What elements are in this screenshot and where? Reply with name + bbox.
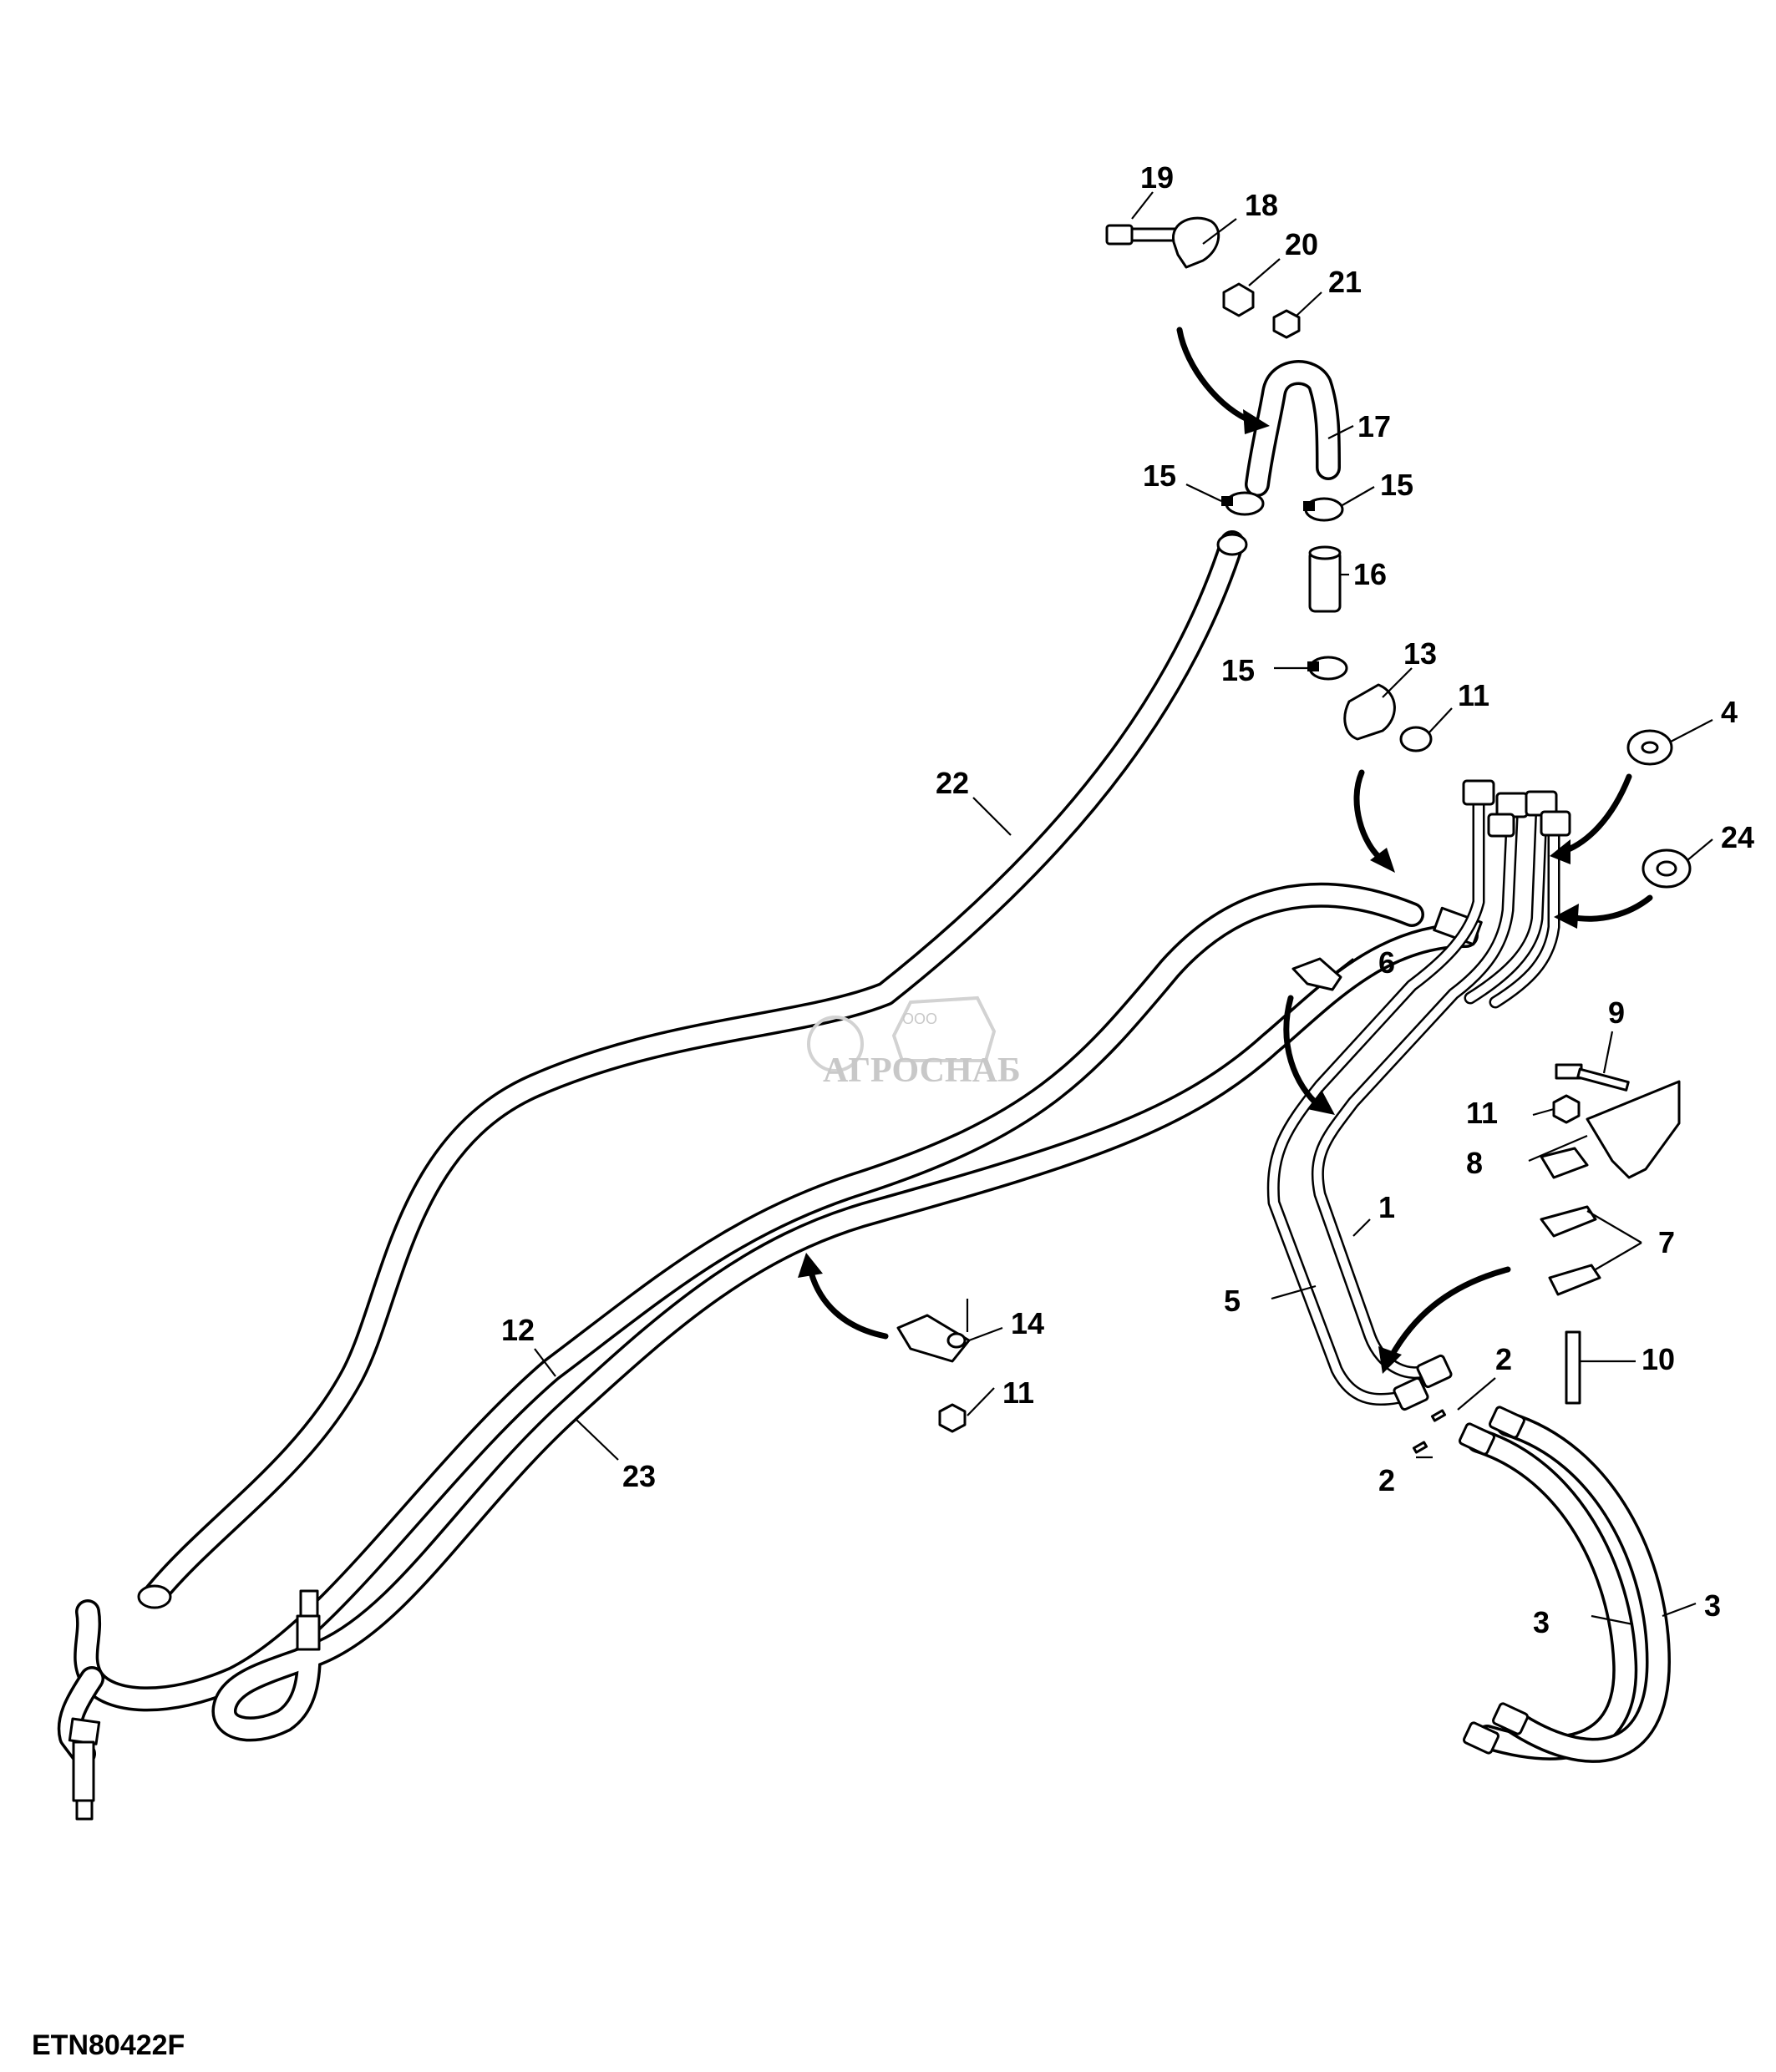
- callout-21: 21: [1328, 265, 1362, 299]
- watermark-company-name: АГРОСНАБ: [823, 1051, 1021, 1090]
- callout-labels: 19 18 20 21 17 15 15 16 15 13 11 4 24 22…: [501, 160, 1754, 1639]
- callout-20: 20: [1285, 227, 1318, 261]
- hose-22: [137, 530, 1248, 1609]
- callout-13: 13: [1403, 636, 1437, 671]
- document-id: ETN80422F: [32, 2029, 185, 2061]
- callout-5: 5: [1224, 1284, 1241, 1318]
- hose-23: [211, 906, 1483, 1742]
- callout-24: 24: [1721, 820, 1754, 854]
- callout-7: 7: [1658, 1225, 1675, 1259]
- callout-16: 16: [1353, 557, 1387, 591]
- callout-15c: 15: [1221, 653, 1255, 687]
- callout-9: 9: [1608, 995, 1625, 1030]
- callout-12: 12: [501, 1313, 535, 1347]
- callout-6: 6: [1378, 945, 1395, 980]
- callout-8: 8: [1466, 1146, 1483, 1180]
- hose-17-assembly: [1221, 360, 1348, 681]
- callout-4: 4: [1721, 695, 1738, 729]
- callout-15a: 15: [1143, 458, 1176, 493]
- hose-12: [57, 882, 1424, 1821]
- misc-hardware: [896, 683, 1692, 1454]
- leader-lines: [534, 191, 1713, 1626]
- watermark-company-form: ООО: [902, 1011, 937, 1027]
- callout-11b: 11: [1466, 1096, 1498, 1130]
- callout-2b: 2: [1378, 1463, 1395, 1497]
- pipe-bundle: [1266, 779, 1571, 1411]
- callout-2a: 2: [1495, 1342, 1512, 1376]
- agrosnab-watermark: ООО АГРОСНАБ: [807, 995, 1021, 1090]
- callout-3b: 3: [1704, 1588, 1721, 1623]
- callout-10: 10: [1642, 1342, 1675, 1376]
- callout-17: 17: [1357, 409, 1391, 443]
- callout-11a: 11: [1458, 678, 1489, 712]
- callout-3a: 3: [1533, 1605, 1550, 1639]
- top-hardware: [1105, 216, 1301, 339]
- callout-23: 23: [622, 1459, 656, 1493]
- callout-14: 14: [1011, 1306, 1044, 1340]
- callout-22: 22: [936, 766, 969, 800]
- callout-15b: 15: [1380, 468, 1413, 502]
- callout-1: 1: [1378, 1190, 1395, 1224]
- callout-11c: 11: [1002, 1375, 1034, 1410]
- arrows: [798, 327, 1653, 1374]
- callout-18: 18: [1245, 188, 1278, 222]
- hoses-3: [1459, 1406, 1671, 1763]
- callout-19: 19: [1140, 160, 1174, 195]
